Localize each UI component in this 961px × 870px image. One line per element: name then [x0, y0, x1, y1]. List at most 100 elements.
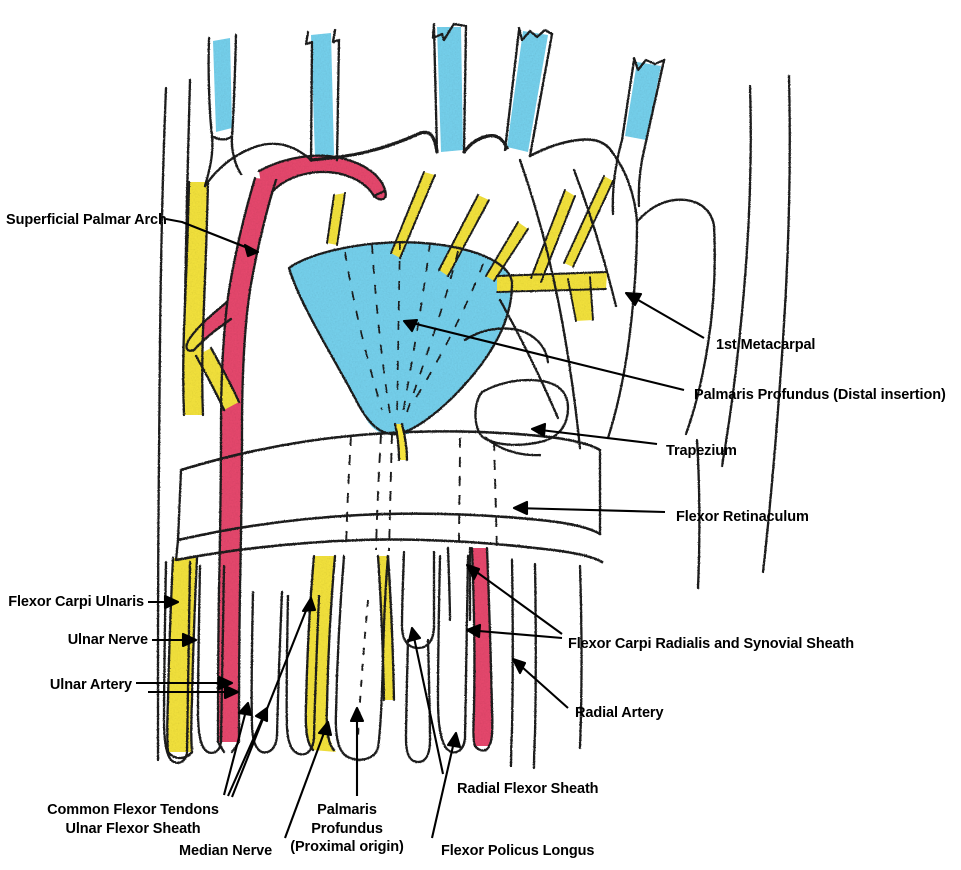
- digit-web-1: [210, 134, 234, 141]
- label-flexor-carpi-ulnaris: Flexor Carpi Ulnaris: [8, 594, 144, 610]
- ulnar-nerve-branch-outline-a: [194, 354, 226, 412]
- leader-flexor-retinaculum: [513, 506, 666, 514]
- label-median-nerve: Median Nerve: [179, 843, 273, 859]
- label-ulnar-nerve: Ulnar Nerve: [67, 632, 148, 648]
- median-nerve-tunnel-outline: [393, 422, 401, 462]
- arrowhead-cft-1: [237, 701, 253, 717]
- digit-outline-4c: [503, 28, 521, 152]
- flexor-retinaculum-top-edge: [179, 430, 602, 472]
- label-radial-artery: Radial Artery: [575, 705, 664, 721]
- palmaris-fiber-lines: [344, 240, 484, 421]
- label-ulnar-artery: Ulnar Artery: [49, 677, 132, 693]
- hand-outline-right-edge2: [695, 438, 701, 590]
- digit-outline-thumb: [632, 56, 666, 72]
- leader-flexor-policus-longus: [430, 732, 458, 839]
- palmaris-proximal-outline: [334, 554, 390, 761]
- fcu-outline: [162, 560, 192, 764]
- arrowhead-palmaris-proximal: [349, 706, 365, 723]
- arrowhead-fcr-2: [465, 623, 482, 639]
- ulnar-nerve-outline-b: [190, 556, 199, 754]
- ulnar-nerve-branch-outline-b: [209, 346, 241, 404]
- ulnar-nerve-outline-a: [166, 556, 175, 754]
- ulnar-nerve-branch-fill: [196, 348, 239, 410]
- leader-cft-1: [222, 702, 250, 796]
- digital-tendon-fills: [213, 27, 661, 157]
- thumb-outline-lateral: [635, 198, 716, 228]
- palmaris-fan-outline: [287, 241, 514, 436]
- ulnar-nerve-cap: [166, 750, 194, 760]
- cft-outline-1: [250, 590, 284, 754]
- thenar-line-2: [572, 168, 618, 308]
- trapezium-outline: [474, 378, 570, 446]
- arrowhead-superficial-palmar-arch: [243, 243, 260, 258]
- forearm-outline-right: [509, 558, 514, 768]
- ulnar-artery-fill: [218, 178, 276, 742]
- label-palmaris-profundus-distal: Palmaris Profundus (Distal insertion): [694, 387, 946, 403]
- median-nerve-outline-a: [304, 554, 316, 752]
- digit-outline-thumb-c: [611, 58, 636, 216]
- digit-outline-3c: [432, 26, 439, 154]
- label-radial-flexor-sheath: Radial Flexor Sheath: [457, 781, 599, 797]
- label-flexor-carpi-radialis: Flexor Carpi Radialis and Synovial Sheat…: [568, 636, 854, 652]
- arch-outline: [257, 154, 387, 201]
- flexor-retinaculum-mid-edge: [176, 512, 602, 542]
- label-palmaris-profundus-proximal-qualifier: (Proximal origin): [290, 839, 404, 856]
- median-nerve-tunnel-outline2: [400, 422, 409, 462]
- fpl-outline: [436, 554, 470, 754]
- forearm-outline-far-right: [578, 564, 583, 750]
- digit-outline-1: [203, 36, 214, 188]
- arrowhead-ulnar-artery-2: [223, 684, 240, 700]
- arrowhead-median-nerve: [317, 720, 333, 737]
- label-common-flexor-tendons: Common Flexor Tendons: [47, 802, 219, 818]
- ulnar-nerve-upper-outline-b: [201, 180, 210, 417]
- palm-distal-margin-3: [528, 138, 614, 158]
- radial-artery-outline: [470, 546, 494, 752]
- forearm-outline-right2: [532, 562, 537, 770]
- flexor-retinaculum-bottom-edge: [174, 538, 604, 564]
- arch-branch-outline: [185, 300, 233, 352]
- blue-column-2-outline: [196, 564, 226, 754]
- label-trapezium: Trapezium: [666, 443, 737, 459]
- label-1st-metacarpal: 1st Metacarpal: [716, 337, 816, 353]
- leader-1st-metacarpal: [625, 292, 705, 339]
- thumb-margin-far-right: [720, 84, 752, 468]
- digit-outline-thumb-b: [637, 58, 666, 208]
- arrowhead-trapezium: [530, 422, 547, 438]
- leader-trapezium: [531, 427, 658, 446]
- arrowhead-fcr-1: [465, 563, 481, 581]
- arrowhead-flexor-carpi-ulnaris: [163, 594, 180, 610]
- trapezium-edge: [484, 436, 542, 457]
- arrowhead-flexor-policus-longus: [446, 731, 462, 749]
- digit-outline-4b: [528, 32, 554, 158]
- fcr-outline: [446, 546, 452, 622]
- digit-outline-2b: [331, 28, 341, 162]
- digit-outline-1b: [230, 33, 243, 176]
- cft-outline-2: [285, 594, 321, 756]
- digital-nerve-fills: [327, 172, 613, 321]
- leader-palmaris-distal: [403, 319, 685, 392]
- arch-fill: [259, 155, 386, 200]
- palm-outline-left: [203, 142, 313, 188]
- arrowhead-palmaris-distal: [402, 318, 419, 333]
- hand-outline-right-edge: [761, 74, 791, 574]
- arrowhead-radial-flexor-sheath: [407, 626, 422, 643]
- label-palmaris-profundus-proximal: Palmaris Profundus: [311, 802, 383, 837]
- leader-fcr-2: [466, 628, 563, 640]
- arrowhead-cft-3: [301, 596, 317, 613]
- radial-flexor-sheath-outline: [400, 550, 436, 650]
- digital-nerve-outlines: [326, 171, 614, 322]
- leader-cft-3: [231, 597, 312, 798]
- arrowhead-ulnar-nerve: [181, 632, 198, 648]
- median-nerve-outline-c: [376, 554, 386, 702]
- ulnar-artery-outline-a: [216, 176, 257, 754]
- leader-median-nerve: [284, 721, 329, 839]
- carpal-outline-2: [516, 328, 550, 364]
- palm-crease-radial: [498, 298, 560, 420]
- tunnel-tendon-dashes: [345, 433, 498, 555]
- arrowhead-1st-metacarpal: [624, 291, 643, 307]
- label-superficial-palmar-arch: Superficial Palmar Arch: [6, 212, 167, 228]
- first-metacarpal-outline: [684, 224, 716, 436]
- arch-tip: [372, 188, 387, 198]
- digit-outline-4: [517, 26, 554, 42]
